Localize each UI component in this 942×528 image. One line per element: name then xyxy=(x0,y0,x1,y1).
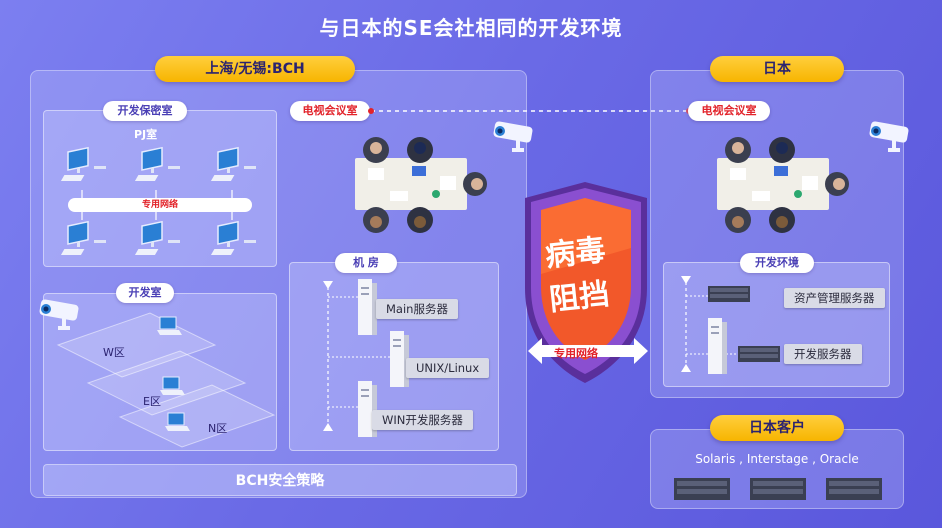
pj-room-monitors xyxy=(60,146,257,256)
rack-server-icon xyxy=(826,478,882,500)
shield-text-line2: 阻挡 xyxy=(547,276,612,319)
video-conf-left-label: 电视会议室 xyxy=(290,101,370,121)
japan-client-header: 日本客户 xyxy=(710,415,844,441)
pj-network-bar: 专用网络 xyxy=(68,198,252,212)
japan-panel xyxy=(650,70,904,398)
rack-server-icon xyxy=(674,478,730,500)
rack-server-icon xyxy=(750,478,806,500)
dev-server-label: 开发服务器 xyxy=(784,344,862,364)
dev-room-zones xyxy=(56,312,276,448)
monitor-icon xyxy=(60,146,107,182)
zone-w-label: W区 xyxy=(103,346,125,359)
japan-client-servers xyxy=(674,478,882,500)
unix-linux-label: UNIX/Linux xyxy=(406,358,490,378)
dev-env-panel xyxy=(663,262,890,387)
shield-text-line1: 病毒 xyxy=(543,232,608,275)
zone-e-label: E区 xyxy=(143,395,161,408)
dev-room-label: 开发室 xyxy=(116,283,174,303)
laptop-icon xyxy=(160,376,185,395)
monitor-icon xyxy=(210,220,257,256)
laptop-icon xyxy=(165,412,190,431)
dev-env-label: 开发环境 xyxy=(740,253,814,273)
meeting-table-icon xyxy=(717,137,849,233)
shanghai-wuxi-header: 上海/无锡:BCH xyxy=(155,56,355,82)
server-tower-icon xyxy=(358,279,377,335)
dedicated-network-label: 专用网络 xyxy=(554,347,598,360)
virus-block-shield xyxy=(525,182,647,383)
pj-room-label: PJ室 xyxy=(134,128,158,141)
monitor-icon xyxy=(60,220,107,256)
japan-header: 日本 xyxy=(710,56,844,82)
dev-env-network xyxy=(681,276,780,374)
monitor-icon xyxy=(210,146,257,182)
video-conf-link xyxy=(368,108,692,114)
laptop-icon xyxy=(157,316,182,335)
win-dev-server-label: WIN开发服务器 xyxy=(372,410,473,430)
camera-icon xyxy=(493,121,533,152)
dedicated-network-arrow xyxy=(528,338,648,364)
monitor-icon xyxy=(134,146,181,182)
japan-client-description: Solaris , Interstage , Oracle xyxy=(695,452,859,466)
video-conf-right-label: 电视会议室 xyxy=(688,101,770,121)
rack-server-icon xyxy=(738,346,780,362)
main-server-label: Main服务器 xyxy=(376,299,458,319)
zone-n-label: N区 xyxy=(208,422,228,435)
monitor-icon xyxy=(134,220,181,256)
page-title: 与日本的SE会社相同的开发环境 xyxy=(319,16,623,40)
camera-icon xyxy=(39,299,79,330)
server-tower-icon xyxy=(708,318,727,374)
asset-mgmt-server-label: 资产管理服务器 xyxy=(784,288,885,308)
meeting-table-icon xyxy=(355,137,487,233)
bch-security-policy: BCH安全策略 xyxy=(43,464,517,496)
dev-secure-room-label: 开发保密室 xyxy=(103,101,187,121)
camera-icon xyxy=(869,121,909,152)
rack-server-icon xyxy=(708,286,750,302)
machine-room-label: 机 房 xyxy=(335,253,397,273)
